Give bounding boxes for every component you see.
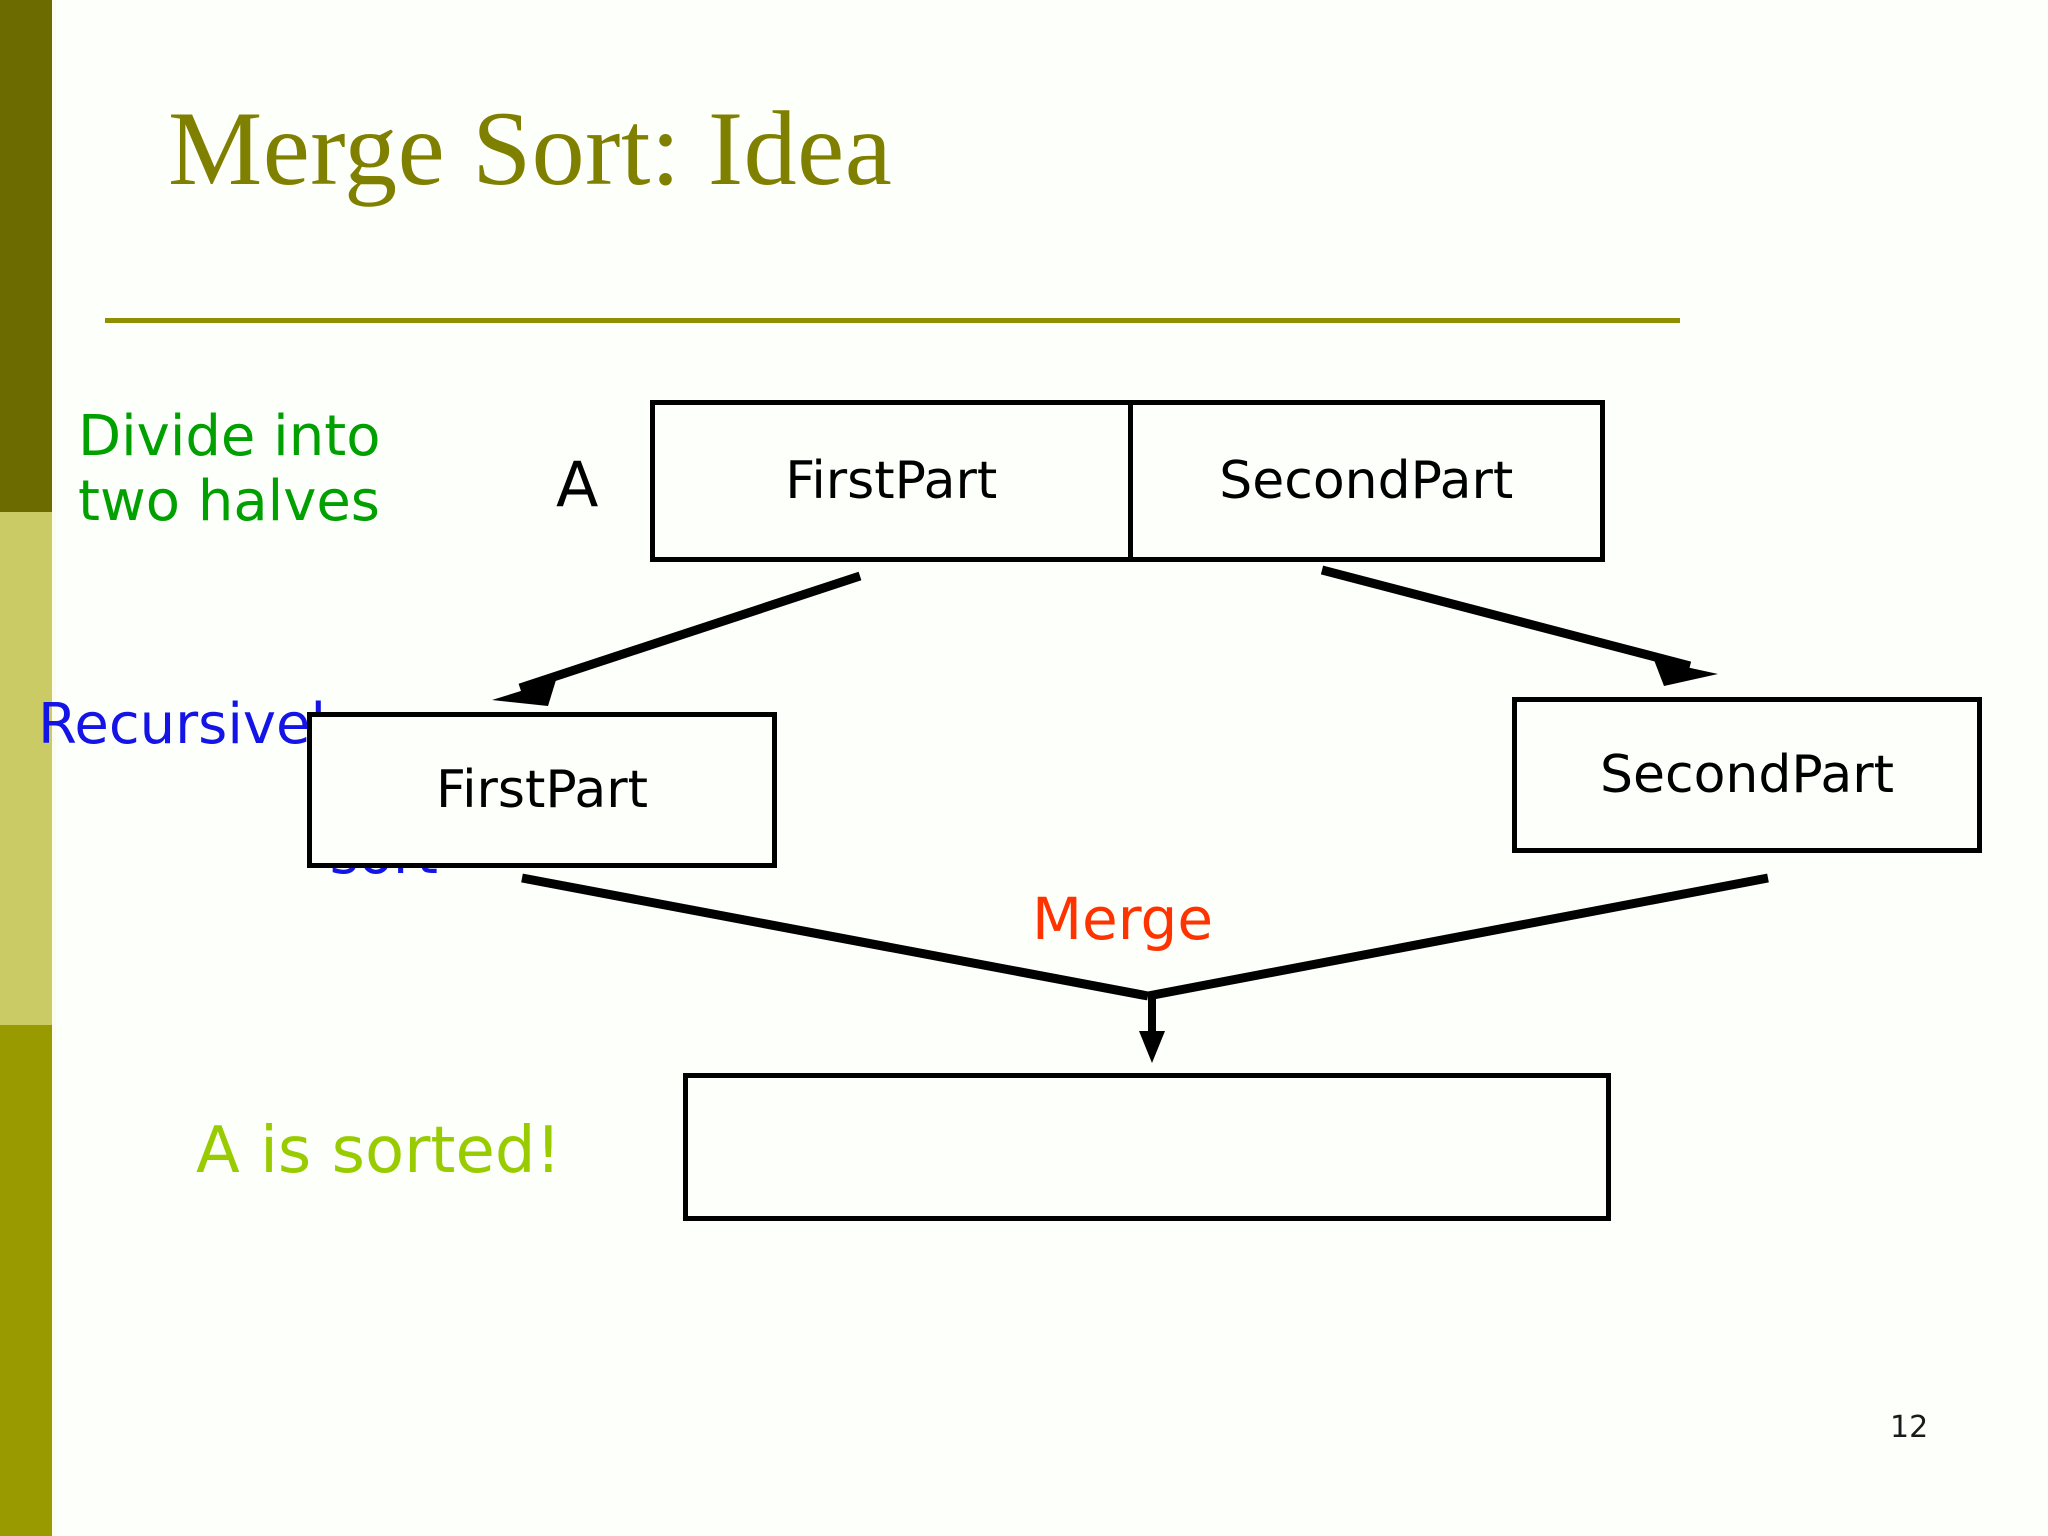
box-first-part: FirstPart — [307, 712, 777, 868]
sidebar-band-middle — [0, 512, 52, 1025]
box-second-part: SecondPart — [1512, 697, 1982, 853]
arrow-divide-right — [1320, 565, 1718, 686]
merge-line-right — [1147, 873, 1769, 1001]
title-divider-rule — [105, 318, 1680, 323]
arrow-divide-left — [492, 571, 862, 706]
array-label-a: A — [556, 448, 599, 521]
sidebar-edge-highlight — [52, 0, 56, 1536]
sidebar-band-bottom — [0, 1025, 52, 1536]
sidebar-band-top — [0, 0, 52, 512]
array-box-a: FirstPart SecondPart — [650, 400, 1605, 562]
caption-a-is-sorted: A is sorted! — [196, 1114, 562, 1188]
array-box-a-second-part: SecondPart — [1127, 405, 1601, 557]
array-box-a-first-part: FirstPart — [785, 451, 998, 511]
caption-divide-into-two-halves: Divide into two halves — [78, 404, 381, 534]
page-number: 12 — [1890, 1410, 1929, 1445]
page-title: Merge Sort: Idea — [168, 90, 893, 207]
box-sorted-result — [683, 1073, 1611, 1221]
arrow-merge-down — [1139, 995, 1165, 1063]
caption-recursively-line1: Recursively — [38, 691, 360, 757]
caption-merge: Merge — [1032, 885, 1214, 953]
